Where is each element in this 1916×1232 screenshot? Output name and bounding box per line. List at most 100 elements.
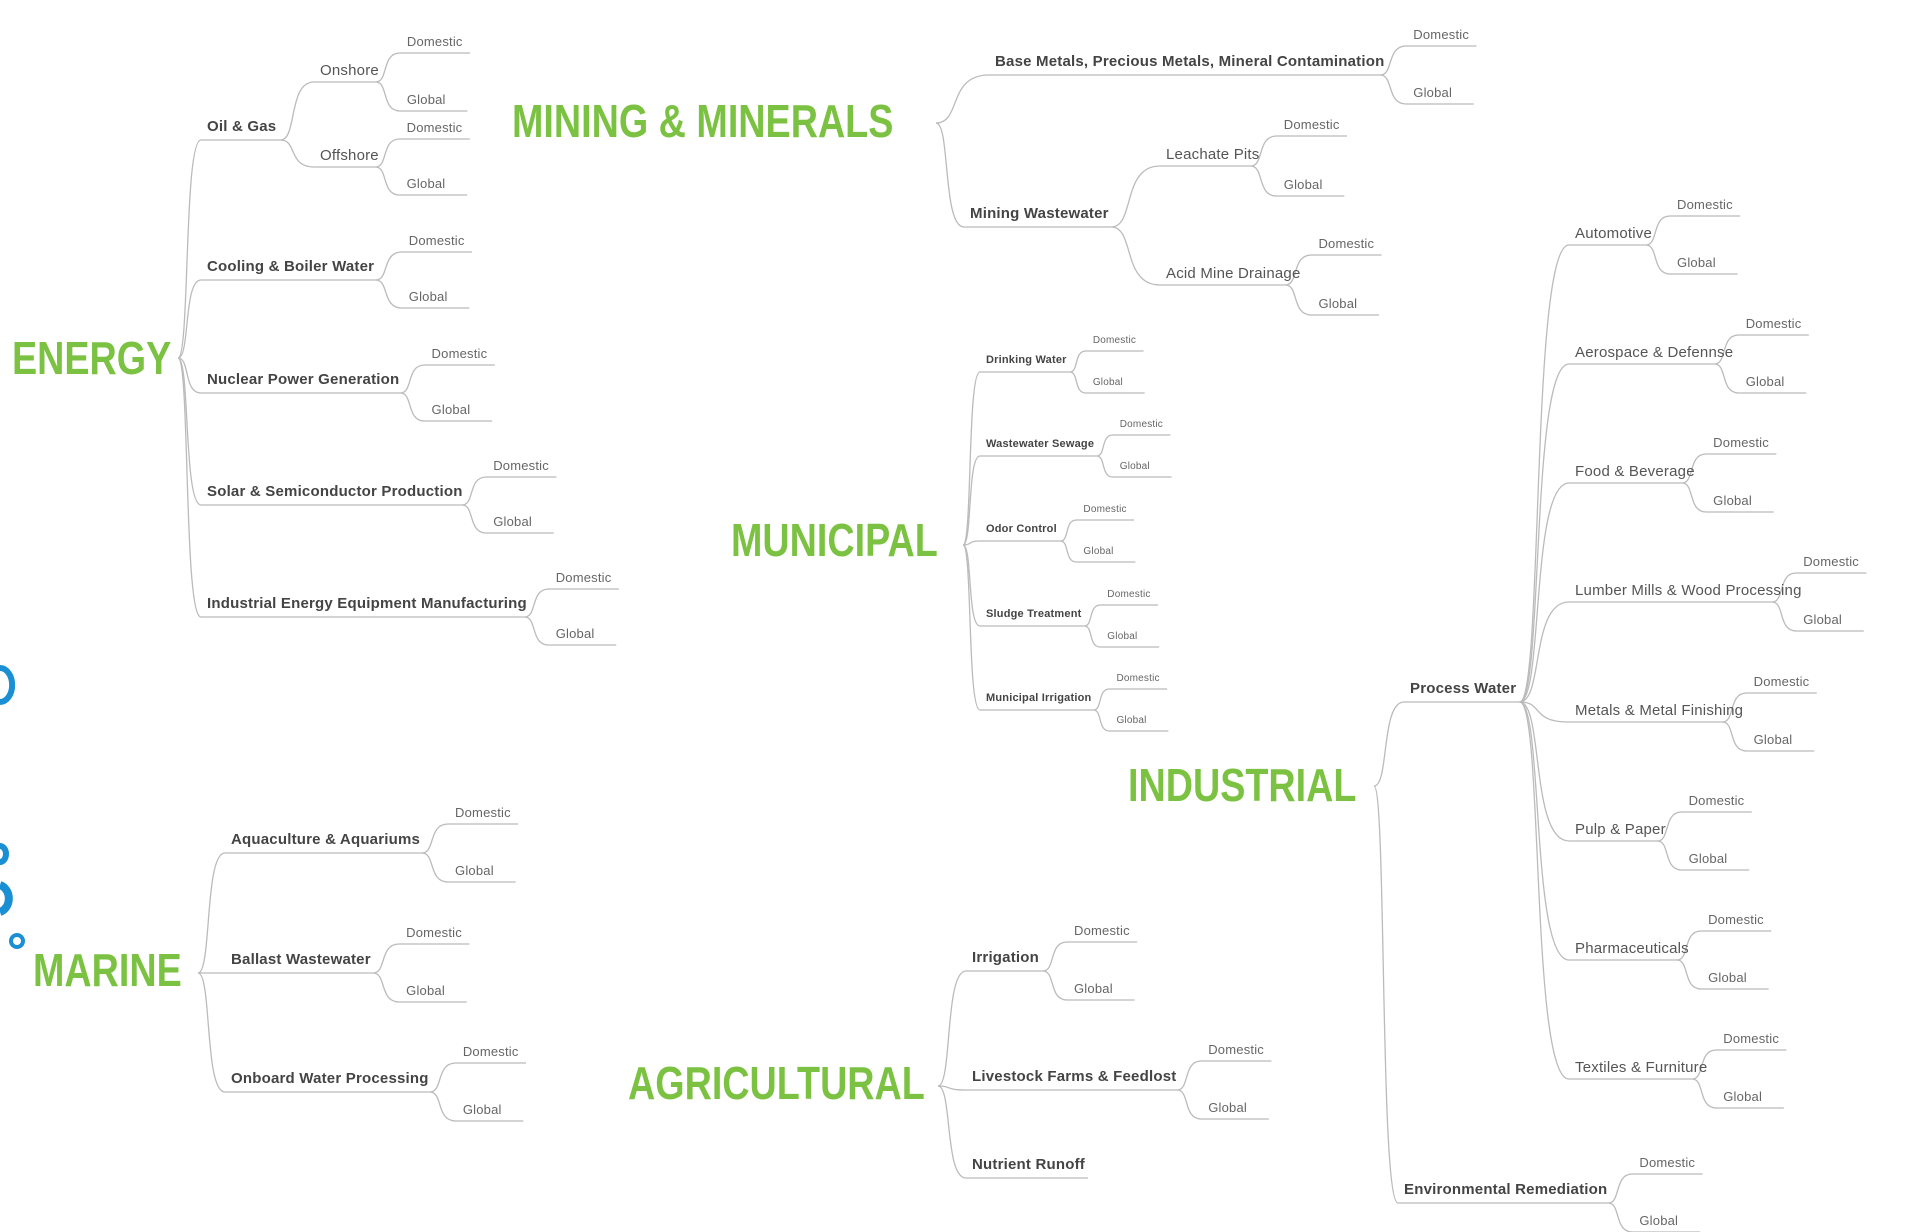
onshore-domestic: Domestic: [406, 34, 463, 49]
process-lumber-global-link: [1772, 601, 1864, 632]
municipal-irrigation-domestic-link: [1093, 688, 1168, 711]
offshore-domestic: Domestic: [406, 120, 463, 135]
process-pharma-global: Global: [1708, 970, 1747, 985]
node-process-metals: Metals & Metal Finishing: [1575, 702, 1744, 719]
node-aquaculture: Aquaculture & Aquariums: [231, 831, 421, 848]
marine-root: MARINE: [33, 944, 182, 996]
onboard-domestic-link: [429, 1062, 526, 1093]
process-metals-domestic-link: [1722, 692, 1817, 723]
node-equipment: Industrial Energy Equipment Manufacturin…: [207, 595, 527, 612]
process-aerospace-domestic: Domestic: [1745, 316, 1802, 331]
offshore-global-link: [375, 166, 468, 196]
leachate-global-link: [1250, 165, 1345, 197]
livestock-domestic: Domestic: [1208, 1042, 1264, 1057]
aquaculture-domestic: Domestic: [455, 805, 511, 820]
agri-irrigation-global: Global: [1074, 981, 1113, 996]
nuclear-domestic: Domestic: [431, 346, 488, 361]
node-process-lumber: Lumber Mills & Wood Processing: [1575, 582, 1802, 599]
municipal-drinking-global-link: [1069, 371, 1145, 394]
process-pharma-global-link: [1676, 959, 1769, 990]
process-automotive-global: Global: [1677, 255, 1716, 270]
process-textiles-global-link: [1692, 1078, 1784, 1109]
mining-root: MINING & MINERALS: [512, 95, 894, 147]
node-process-food-link: [1519, 482, 1683, 703]
equipment-global-link: [524, 616, 617, 646]
node-process-water: Process Water: [1410, 680, 1517, 697]
node-agri-irrigation-link: [937, 970, 1043, 1087]
municipal-sewage-global: Global: [1119, 461, 1150, 472]
process-textiles-domestic-link: [1692, 1049, 1787, 1080]
node-offshore-link: [280, 139, 376, 168]
process-food-domestic-link: [1682, 453, 1777, 484]
node-oil-gas-link: [177, 139, 281, 359]
logo-fragment-icon: [0, 665, 25, 949]
node-municipal-irrigation-link: [962, 544, 1094, 711]
process-pulp-global: Global: [1688, 851, 1728, 866]
node-process-textiles-link: [1519, 701, 1693, 1080]
process-lumber-global: Global: [1803, 612, 1842, 627]
onshore-domestic-link: [375, 52, 471, 83]
municipal-sludge-global: Global: [1107, 631, 1138, 642]
process-metals-global-link: [1722, 721, 1815, 752]
acid-domestic: Domestic: [1318, 236, 1375, 251]
nuclear-domestic-link: [400, 364, 495, 394]
process-food-global: Global: [1713, 493, 1752, 508]
process-automotive-global-link: [1645, 244, 1738, 275]
process-pharma-domestic-link: [1676, 930, 1772, 961]
node-solar-link: [177, 357, 463, 506]
acid-global-link: [1285, 284, 1380, 316]
process-textiles-domestic: Domestic: [1723, 1031, 1780, 1046]
node-process-pulp-link: [1519, 701, 1658, 842]
process-lumber-domestic-link: [1772, 572, 1867, 603]
municipal-sewage-domestic-link: [1096, 434, 1171, 457]
node-municipal-sludge: Sludge Treatment: [986, 608, 1082, 620]
process-metals-domestic: Domestic: [1753, 674, 1810, 689]
solar-domestic: Domestic: [493, 458, 549, 473]
node-process-lumber-link: [1519, 601, 1773, 703]
process-automotive-domestic: Domestic: [1677, 197, 1733, 212]
livestock-global-link: [1177, 1089, 1269, 1120]
municipal-irrigation-global: Global: [1116, 715, 1147, 726]
node-municipal-sludge-link: [962, 544, 1085, 627]
solar-global: Global: [493, 514, 532, 529]
node-process-food: Food & Beverage: [1575, 463, 1695, 480]
aquaculture-global: Global: [455, 863, 494, 878]
municipal-drinking-global: Global: [1092, 377, 1123, 388]
node-remediation-link: [1373, 785, 1609, 1204]
municipal-sludge-domestic: Domestic: [1107, 589, 1151, 600]
node-base-metals: Base Metals, Precious Metals, Mineral Co…: [995, 53, 1385, 70]
agri-irrigation-global-link: [1042, 970, 1135, 1001]
node-process-pharma-link: [1519, 701, 1678, 961]
node-municipal-odor: Odor Control: [986, 523, 1057, 535]
ballast-global-link: [373, 972, 467, 1003]
node-acid: Acid Mine Drainage: [1166, 265, 1301, 282]
node-mining-wastewater: Mining Wastewater: [970, 205, 1109, 222]
agri-irrigation-domestic: Domestic: [1074, 923, 1130, 938]
municipal-odor-domestic-link: [1060, 519, 1135, 542]
node-base-metals-link: [935, 74, 1381, 124]
node-municipal-odor-link: [962, 540, 1061, 546]
node-ballast: Ballast Wastewater: [231, 951, 371, 968]
node-acid-link: [1111, 226, 1286, 286]
process-metals-global: Global: [1753, 732, 1793, 747]
node-solar: Solar & Semiconductor Production: [207, 483, 463, 500]
node-process-pulp: Pulp & Paper: [1575, 821, 1666, 838]
node-cooling-link: [177, 279, 376, 359]
node-process-aerospace-link: [1519, 363, 1715, 703]
node-municipal-sewage: Wastewater Sewage: [986, 438, 1095, 450]
node-runoff-link: [937, 1085, 1088, 1179]
nuclear-global-link: [400, 392, 493, 422]
process-pharma-domestic: Domestic: [1708, 912, 1764, 927]
process-textiles-global: Global: [1723, 1089, 1763, 1104]
node-process-textiles: Textiles & Furniture: [1575, 1059, 1708, 1076]
node-leachate-link: [1111, 165, 1251, 228]
process-aerospace-domestic-link: [1714, 334, 1809, 365]
livestock-global: Global: [1208, 1100, 1247, 1115]
onshore-global: Global: [406, 92, 446, 107]
aquaculture-domestic-link: [421, 823, 519, 854]
ballast-domestic: Domestic: [406, 925, 462, 940]
node-oil-gas: Oil & Gas: [207, 118, 277, 135]
municipal-sewage-global-link: [1096, 455, 1172, 478]
